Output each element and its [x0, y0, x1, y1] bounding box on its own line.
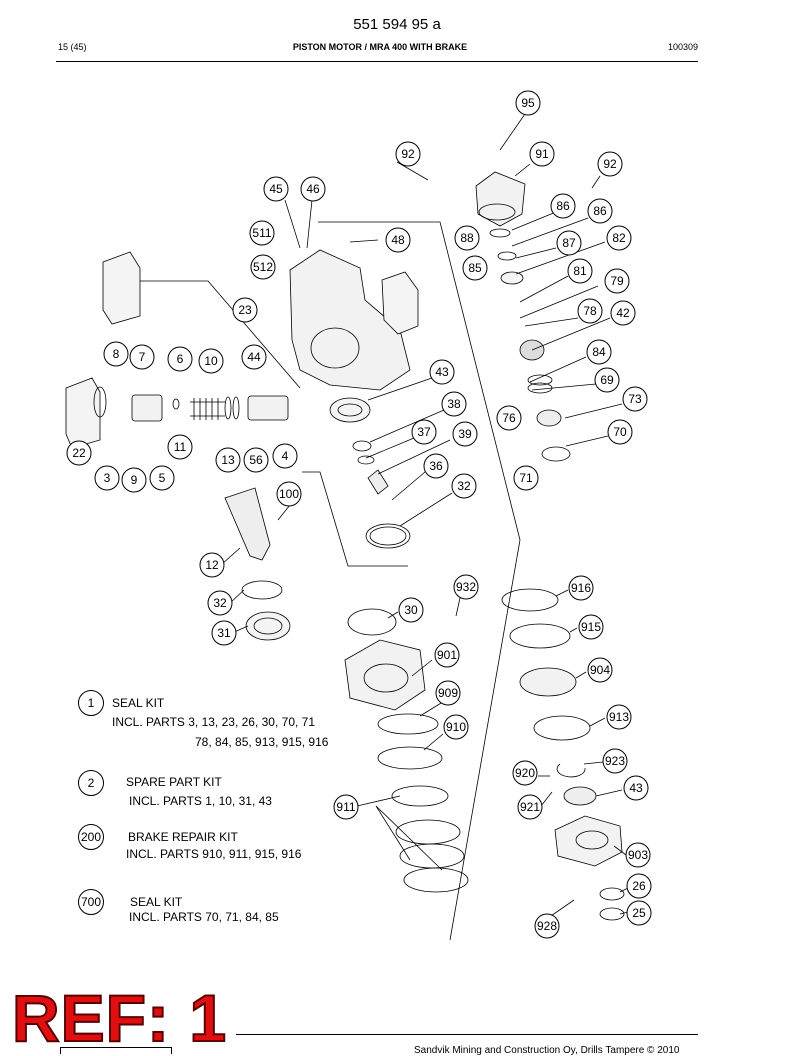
callout-910: 910: [446, 720, 466, 734]
callout-512: 512: [253, 260, 273, 274]
callout-86: 86: [556, 199, 570, 213]
callout-100: 100: [279, 487, 299, 501]
callout-921: 921: [520, 800, 540, 814]
callout-904: 904: [590, 663, 610, 677]
callout-73: 73: [628, 392, 642, 406]
callout-909: 909: [438, 686, 458, 700]
callout-32: 32: [213, 596, 227, 610]
callout-88: 88: [460, 231, 474, 245]
callout-5: 5: [159, 471, 166, 485]
callout-3: 3: [104, 471, 111, 485]
callout-79: 79: [610, 274, 624, 288]
callout-36: 36: [429, 459, 443, 473]
callout-6: 6: [177, 352, 184, 366]
callout-25: 25: [632, 906, 646, 920]
kit-badge-200: 200: [78, 824, 104, 850]
callout-920: 920: [515, 766, 535, 780]
callout-9: 9: [131, 473, 138, 487]
callout-45: 45: [269, 182, 283, 196]
kit-parts: INCL. PARTS 3, 13, 23, 26, 30, 70, 71: [112, 715, 316, 729]
callout-92: 92: [603, 157, 617, 171]
callout-23: 23: [238, 303, 252, 317]
ref-stamp: REF: 1: [11, 981, 228, 1055]
callout-903: 903: [628, 848, 648, 862]
callout-932: 932: [456, 580, 476, 594]
kit-parts: INCL. PARTS 1, 10, 31, 43: [129, 794, 272, 808]
callout-46: 46: [306, 182, 320, 196]
callout-95: 95: [521, 96, 535, 110]
callout-69: 69: [600, 373, 614, 387]
callout-30: 30: [404, 603, 418, 617]
kit-name: SEAL KIT: [130, 895, 183, 909]
callout-11: 11: [174, 440, 187, 454]
callout-911: 911: [336, 800, 355, 814]
callout-915: 915: [581, 620, 601, 634]
kit-parts: INCL. PARTS 70, 71, 84, 85: [129, 910, 279, 924]
kit-parts: 78, 84, 85, 913, 915, 916: [195, 735, 329, 749]
callout-38: 38: [447, 397, 461, 411]
kit-name: BRAKE REPAIR KIT: [128, 830, 238, 844]
callout-511: 511: [252, 226, 271, 240]
kit-parts: INCL. PARTS 910, 911, 915, 916: [126, 847, 302, 861]
part-callouts: 95 92 91 92 45 46 86 86 511 48 88 87 82 …: [66, 90, 652, 939]
assembly-drawing: [65, 113, 629, 941]
callout-916: 916: [571, 581, 591, 595]
callout-901: 901: [437, 648, 457, 662]
callout-12: 12: [205, 558, 219, 572]
callout-71: 71: [519, 471, 533, 485]
callout-76: 76: [502, 411, 516, 425]
kit-badge-700: 700: [78, 889, 104, 915]
callout-92: 92: [401, 147, 415, 161]
callout-44: 44: [247, 350, 261, 364]
callout-42: 42: [616, 306, 630, 320]
callout-928: 928: [537, 919, 557, 933]
document-number: 551 594 95 a: [353, 16, 441, 33]
callout-78: 78: [583, 304, 597, 318]
callout-86: 86: [593, 204, 607, 218]
callout-32: 32: [457, 479, 471, 493]
callout-7: 7: [139, 350, 146, 364]
footer-rule: [236, 1034, 698, 1035]
callout-84: 84: [592, 345, 606, 359]
callout-43: 43: [629, 781, 643, 795]
callout-87: 87: [562, 236, 576, 250]
callout-10: 10: [204, 354, 218, 368]
callout-8: 8: [113, 347, 120, 361]
page-info: 15 (45): [58, 42, 87, 52]
kit-badge-2: 2: [78, 770, 104, 796]
document-date: 100309: [667, 42, 698, 52]
callout-4: 4: [282, 449, 289, 463]
footer-copyright: Sandvik Mining and Construction Oy, Dril…: [414, 1045, 680, 1056]
callout-39: 39: [458, 427, 472, 441]
callout-37: 37: [417, 425, 431, 439]
callout-13: 13: [221, 453, 235, 467]
callout-85: 85: [468, 261, 482, 275]
callout-913: 913: [609, 710, 629, 724]
callout-43: 43: [435, 365, 449, 379]
callout-70: 70: [613, 425, 627, 439]
kit-name: SEAL KIT: [112, 696, 165, 710]
callout-923: 923: [605, 754, 625, 768]
callout-48: 48: [391, 233, 405, 247]
callout-82: 82: [612, 231, 626, 245]
header-rule: [56, 61, 698, 62]
callout-31: 31: [217, 626, 231, 640]
kit-name: SPARE PART KIT: [126, 775, 222, 789]
callout-22: 22: [72, 446, 86, 460]
kit-badge-1: 1: [78, 690, 104, 716]
callout-81: 81: [573, 264, 587, 278]
document-title: PISTON MOTOR / MRA 400 WITH BRAKE: [292, 42, 468, 52]
callout-91: 91: [535, 147, 549, 161]
callout-26: 26: [632, 879, 646, 893]
callout-56: 56: [249, 453, 263, 467]
logo-fragment: [60, 1047, 172, 1054]
